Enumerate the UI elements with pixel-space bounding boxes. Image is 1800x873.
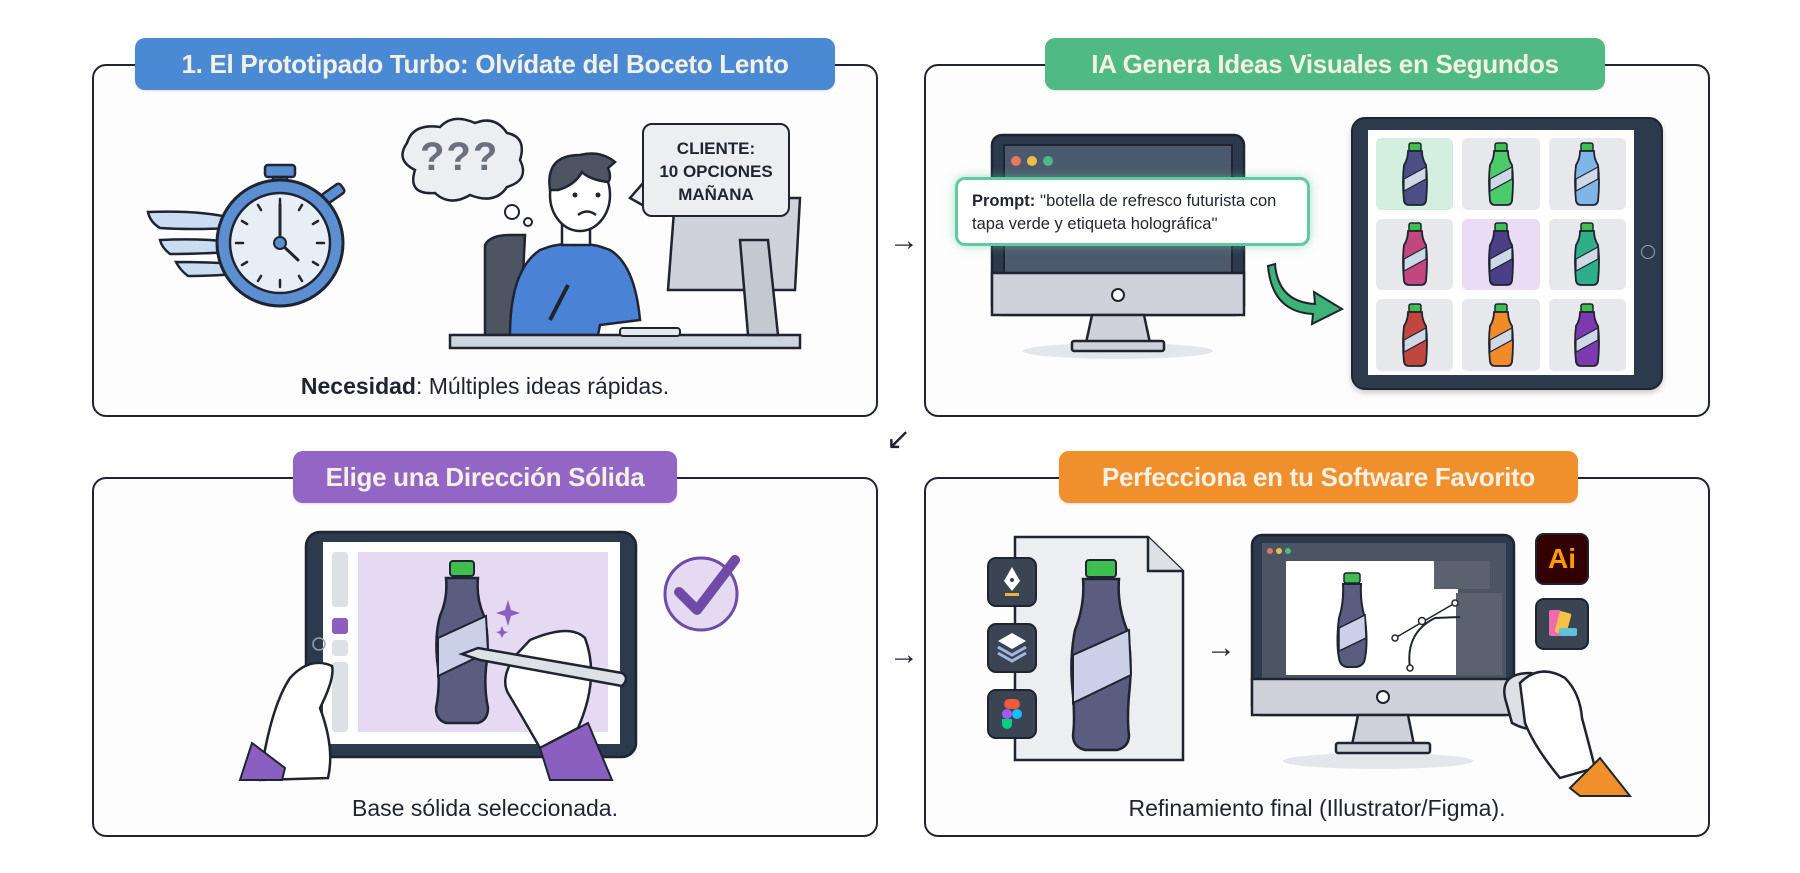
bottle-icon: [1488, 142, 1514, 206]
prompt-label: Prompt:: [972, 192, 1036, 210]
speech-bubble-tail: [628, 181, 645, 208]
speech-line-2: 10 OPCIONES: [659, 162, 773, 181]
illustrator-label: Ai: [1548, 543, 1576, 574]
caption-text: : Múltiples ideas rápidas.: [415, 373, 670, 399]
caption-prototipado: Necesidad: Múltiples ideas rápidas.: [92, 373, 878, 400]
bottle-icon: [1488, 303, 1514, 368]
pen-tool-icon[interactable]: [987, 557, 1037, 607]
caption-direccion: Base sólida seleccionada.: [352, 795, 618, 821]
bottle-icon: [1574, 222, 1601, 287]
bottle-variation-8[interactable]: [1462, 299, 1540, 371]
color-palette-app-icon[interactable]: [1535, 598, 1589, 650]
thought-cloud-icon: [401, 117, 533, 227]
bottle-variation-5[interactable]: [1462, 218, 1540, 291]
tablet-home-button: [1641, 245, 1655, 259]
refine-arrow-right: →: [1206, 631, 1236, 664]
bottle-variation-9[interactable]: [1548, 299, 1626, 371]
checkmark-circle-icon: [663, 555, 740, 632]
bottle-icon: [1401, 303, 1428, 368]
bottle-variation-7[interactable]: [1376, 299, 1454, 371]
monitor-icon: [990, 133, 1246, 359]
panel-title-direccion: Elige una Dirección Sólida: [293, 451, 677, 503]
illustrator-app-icon[interactable]: Ai: [1535, 533, 1589, 585]
caption-label: Necesidad: [300, 373, 416, 399]
bottle-variation-6[interactable]: [1548, 218, 1626, 291]
connector-arrow-right-bottom: →: [889, 638, 919, 671]
bottle-icon: [1574, 142, 1601, 206]
stressed-designer-illustration: [448, 152, 802, 350]
tablet-sketch-illustration: [238, 530, 638, 782]
caption-perfecciona: Refinamiento final (Illustrator/Figma).: [1128, 795, 1506, 821]
bottle-variation-2[interactable]: [1462, 138, 1540, 210]
bottle-variation-4[interactable]: [1376, 218, 1454, 291]
winged-stopwatch-icon: [146, 163, 346, 308]
panel-title-ia-genera: IA Genera Ideas Visuales en Segundos: [1045, 38, 1605, 90]
panel-title-prototipado: 1. El Prototipado Turbo: Olvídate del Bo…: [135, 38, 835, 90]
bottle-variation-1[interactable]: [1376, 138, 1454, 210]
connector-arrow-right-top: →: [889, 224, 919, 257]
editor-monitor-icon: [1250, 533, 1516, 769]
prompt-text: ''botella de refresco futurista con tapa…: [972, 192, 1277, 233]
bottle-icon: [1401, 142, 1428, 206]
client-speech-bubble: CLIENTE: 10 OPCIONES MAÑANA: [642, 123, 790, 217]
document-bottle-icon: [1013, 535, 1185, 762]
prompt-box: Prompt: ''botella de refresco futurista …: [955, 177, 1310, 246]
curved-arrow-icon: [1266, 262, 1345, 326]
bottle-icon: [1488, 222, 1514, 287]
speech-line-3: MAÑANA: [678, 185, 754, 204]
bottle-icon: [1401, 222, 1428, 287]
figma-icon[interactable]: [987, 689, 1037, 739]
speech-line-1: CLIENTE:: [676, 139, 756, 158]
layers-icon[interactable]: [987, 623, 1037, 673]
bottle-variations-grid: [1376, 138, 1626, 371]
thought-question-marks: ???: [420, 135, 500, 179]
connector-arrow-down-left: ↙: [886, 423, 912, 456]
bottle-icon: [1574, 303, 1601, 368]
panel-title-perfecciona: Perfecciona en tu Software Favorito: [1059, 451, 1578, 503]
hand-mouse-illustration: [1503, 670, 1633, 797]
bottle-variation-3[interactable]: [1548, 138, 1626, 210]
